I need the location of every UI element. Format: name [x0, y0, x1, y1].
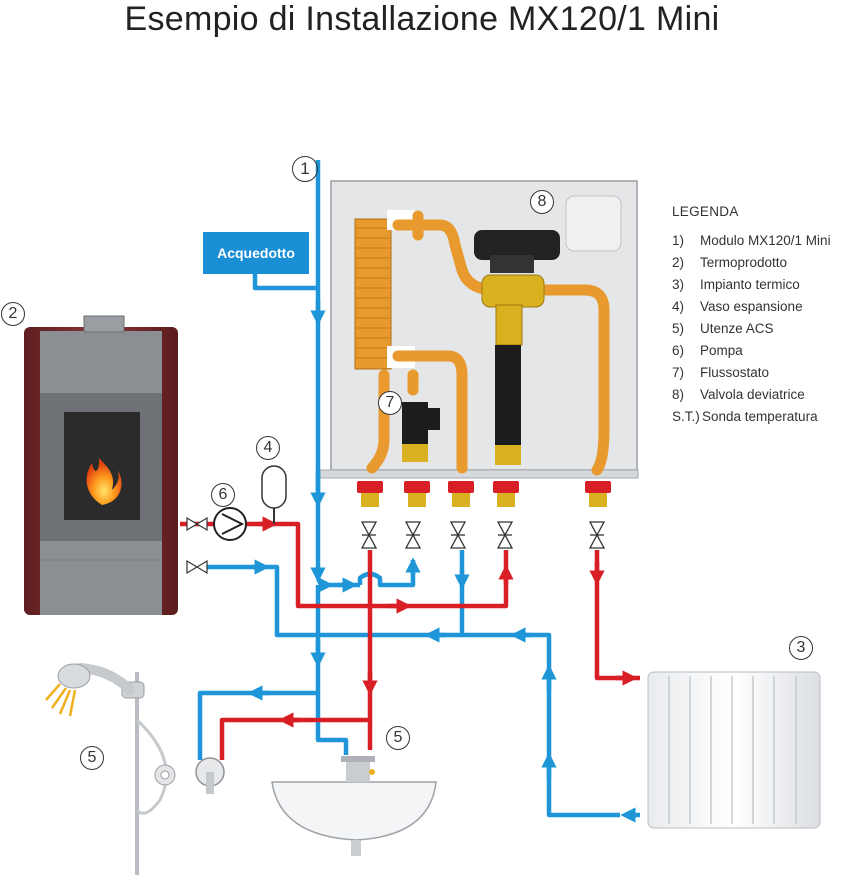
legend-item: 6)Pompa: [672, 343, 743, 358]
legend: LEGENDA 1)Modulo MX120/1 Mini 2)Termopro…: [672, 204, 831, 431]
marker-6: 6: [211, 483, 235, 507]
pump: [213, 507, 247, 541]
marker-8: 8: [530, 190, 554, 214]
isolation-valves: [360, 521, 606, 549]
washbasin: [271, 756, 437, 856]
legend-item: 7)Flussostato: [672, 365, 770, 380]
legend-heading: LEGENDA: [672, 204, 739, 219]
marker-5-basin: 5: [386, 726, 410, 750]
legend-item: S.T.)Sonda temperatura: [672, 409, 818, 424]
shower: [45, 663, 176, 875]
cold-water-pipes: [197, 160, 640, 823]
legend-item: 1)Modulo MX120/1 Mini: [672, 233, 831, 248]
pellet-stove: [24, 315, 178, 615]
marker-7: 7: [378, 391, 402, 415]
acquedotto-label: Acquedotto: [203, 232, 309, 274]
diagram-title: Esempio di Installazione MX120/1 Mini: [124, 0, 720, 38]
radiator: [647, 671, 821, 829]
marker-3: 3: [789, 636, 813, 660]
marker-1: 1: [292, 156, 318, 182]
module-mx120-panel: [319, 180, 639, 507]
legend-item: 4)Vaso espansione: [672, 299, 803, 314]
marker-4: 4: [256, 436, 280, 460]
legend-item: 5)Utenze ACS: [672, 321, 774, 336]
expansion-vessel: [261, 465, 287, 524]
marker-5-shower: 5: [80, 746, 104, 770]
legend-item: 8)Valvola deviatrice: [672, 387, 805, 402]
wall-mixer: [195, 757, 225, 794]
hot-water-pipes: [180, 516, 640, 760]
legend-item: 3)Impianto termico: [672, 277, 800, 292]
legend-item: 2)Termoprodotto: [672, 255, 788, 270]
marker-2: 2: [1, 302, 25, 326]
